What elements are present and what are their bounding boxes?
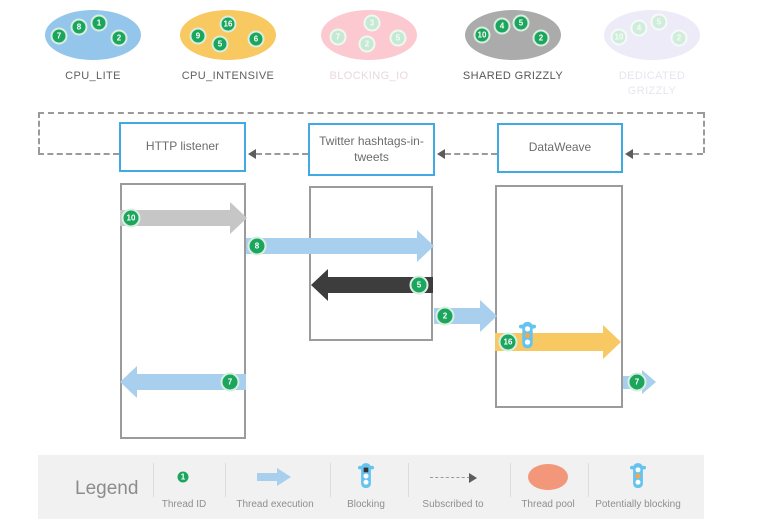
potentially-blocking-icon — [519, 321, 536, 356]
subscribed-to-line-right — [703, 112, 705, 153]
subscribed-to-line-left — [38, 112, 40, 153]
thread-id-circle: 2 — [435, 306, 455, 326]
subscribed-to-arrowhead — [469, 473, 477, 483]
legend-divider — [330, 463, 331, 497]
thread-id-circle: 16 — [219, 15, 237, 33]
thread-id-circle: 8 — [70, 18, 88, 36]
execution-arrowhead — [642, 370, 656, 394]
legend-divider — [408, 463, 409, 497]
thread-id-circle: 10 — [473, 26, 491, 44]
execution-arrowhead — [120, 366, 137, 398]
thread-id-circle: 2 — [670, 29, 688, 47]
subscribed-to-arrowhead — [625, 149, 633, 159]
potentially-blocking-icon — [630, 463, 646, 495]
thread-id-icon: 1 — [175, 469, 191, 485]
thread-execution-arrow-icon — [257, 467, 293, 492]
thread-id-circle: 2 — [532, 29, 550, 47]
execution-arrowhead — [480, 300, 497, 332]
component-label: Twitter hashtags-in-tweets — [319, 133, 424, 164]
pool-label-dedicated-grizzly: DEDICATED GRIZZLY — [618, 70, 686, 97]
subscribed-to-line-right-in — [633, 153, 703, 155]
execution-arrow-black — [328, 277, 433, 293]
legend-divider — [588, 463, 589, 497]
execution-arrowhead — [417, 230, 434, 262]
legend-item-label: Thread execution — [236, 499, 314, 510]
component-label: HTTP listener — [145, 139, 220, 154]
thread-id-circle: 2 — [110, 29, 128, 47]
component-dataweave: DataWeave — [497, 123, 623, 173]
thread-id-circle: 5 — [409, 275, 429, 295]
thread-id-circle: 7 — [50, 27, 68, 45]
subscribed-to-line-top — [38, 112, 703, 114]
legend-item-label: Potentially blocking — [595, 499, 681, 510]
pool-label-blocking-io: BLOCKING_IO — [329, 70, 409, 82]
subscribed-to-line-left-in — [38, 153, 119, 155]
legend-item-label: Blocking — [347, 499, 385, 510]
thread-id-circle: 7 — [220, 372, 240, 392]
blocking-icon — [358, 463, 374, 495]
pool-label-shared-grizzly: SHARED GRIZZLY — [462, 70, 564, 82]
pool-label-cpu-intensive: CPU_INTENSIVE — [181, 70, 275, 82]
thread-pool-ellipse-icon — [528, 464, 568, 490]
subscribed-to-arrowhead — [248, 149, 256, 159]
legend-item-label: Subscribed to — [422, 499, 484, 510]
thread-id-circle: 10 — [121, 208, 141, 228]
thread-id-circle: 7 — [329, 28, 347, 46]
thread-id-circle: 5 — [650, 13, 668, 31]
thread-id-circle: 5 — [512, 14, 530, 32]
subscribed-to-arrow-icon — [430, 477, 470, 478]
execution-arrow-yellow — [495, 333, 603, 351]
execution-arrow-blue — [246, 238, 417, 254]
thread-id-circle: 7 — [627, 372, 647, 392]
legend-bar — [38, 455, 704, 519]
thread-id-circle: 10 — [610, 28, 628, 46]
thread-id-circle: 9 — [189, 27, 207, 45]
legend-item-label: Thread pool — [521, 499, 575, 510]
thread-id-circle: 4 — [493, 17, 511, 35]
execution-arrowhead — [311, 269, 328, 301]
legend-divider — [225, 463, 226, 497]
component-http-listener: HTTP listener — [119, 122, 246, 172]
subscribed-to-line-twitter-http — [256, 153, 308, 155]
thread-id-circle: 3 — [363, 14, 381, 32]
execution-arrow-blue — [137, 374, 246, 390]
subscribed-to-arrowhead — [437, 149, 445, 159]
legend-divider — [510, 463, 511, 497]
thread-id-circle: 1 — [90, 14, 108, 32]
legend-item-label: Thread ID — [161, 499, 207, 510]
lane-dataweave — [495, 185, 623, 408]
subscribed-to-line-dataweave-twitter — [445, 153, 497, 155]
thread-id-circle: 6 — [247, 30, 265, 48]
component-twitter-hashtags-in-tweets: Twitter hashtags-in-tweets — [308, 123, 435, 176]
pool-label-cpu-lite: CPU_LITE — [65, 70, 121, 82]
thread-id-circle: 5 — [211, 35, 229, 53]
execution-arrowhead — [230, 202, 247, 234]
execution-arrowhead — [603, 325, 621, 359]
thread-id-circle: 5 — [389, 29, 407, 47]
thread-id-circle: 2 — [358, 35, 376, 53]
lane-twitter-hashtags-in-tweets — [309, 186, 433, 341]
execution-arrow-gray — [120, 210, 230, 226]
thread-id-circle: 16 — [498, 332, 518, 352]
component-label: DataWeave — [528, 140, 592, 155]
thread-id-circle: 8 — [247, 236, 267, 256]
thread-id-circle: 4 — [630, 19, 648, 37]
legend-title: Legend — [75, 478, 139, 499]
legend-divider — [153, 463, 154, 497]
